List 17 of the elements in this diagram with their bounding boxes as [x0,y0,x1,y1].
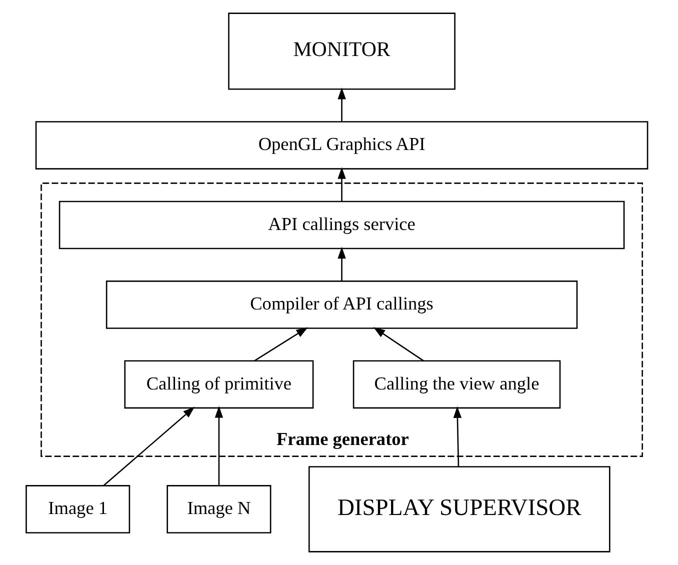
arrow [337,246,346,282]
arrow [102,406,194,486]
arrow [254,327,308,362]
arrow [452,406,462,467]
node-box: Calling the view angle [352,360,560,409]
node-box: Compiler of API callings [105,280,578,329]
node-box: MONITOR [228,12,455,90]
arrow [337,167,346,202]
node-box: Image N [166,485,271,534]
arrow [372,327,424,362]
node-box: DISPLAY SUPERVISOR [308,466,610,552]
node-box: OpenGL Graphics API [34,121,648,170]
node-box: API callings service [58,200,624,250]
arrow [214,406,223,486]
node-box: Calling of primitive [124,360,314,409]
node-box: Image 1 [25,485,130,534]
arrow [337,87,346,122]
